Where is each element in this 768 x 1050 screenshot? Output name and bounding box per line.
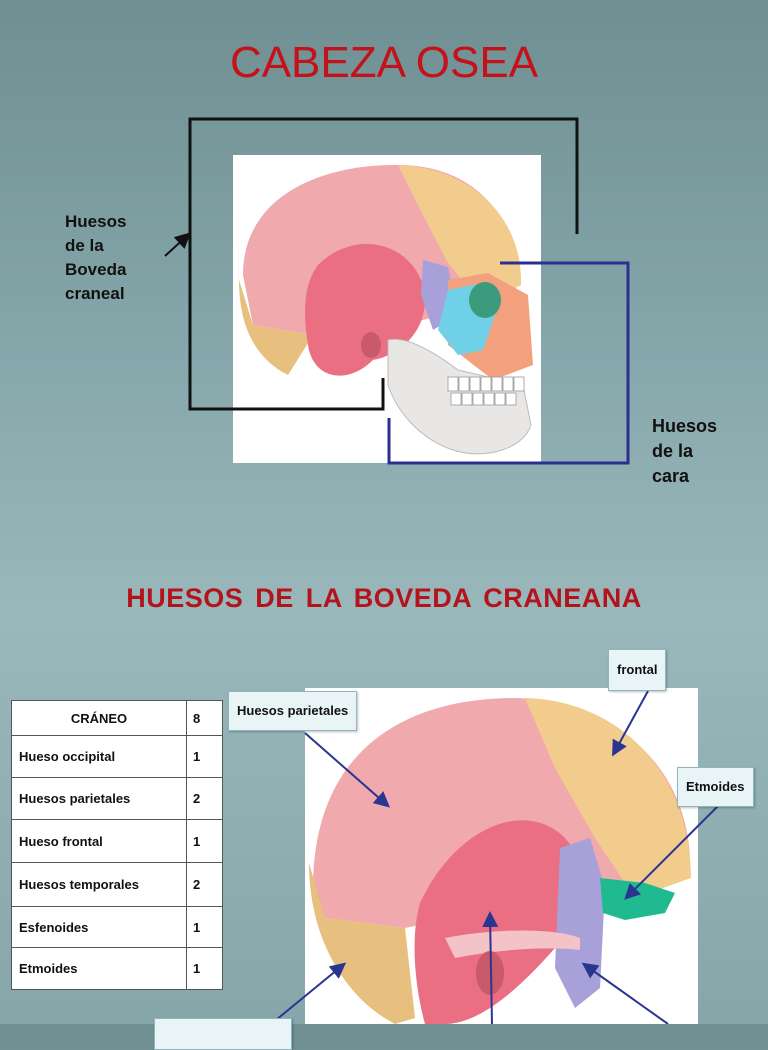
section-title: HUESOS DE LA BOVEDA CRANEANA [126, 583, 642, 613]
cranial-vault-bracket [188, 117, 579, 411]
bone-count: 1 [186, 947, 223, 990]
face-bones-bracket [387, 261, 630, 465]
callout-frontal: frontal [608, 649, 667, 691]
bone-name: Huesos parietales [11, 777, 187, 820]
bone-name: Hueso frontal [11, 819, 187, 863]
orbit-shape [469, 282, 501, 318]
temporal-arrow [482, 911, 499, 1024]
bone-name: Hueso occipital [11, 735, 187, 778]
parietal-arrow [304, 732, 391, 808]
cranium-bones-table: CRÁNEO 8 Hueso occipital 1 Huesos pariet… [11, 700, 223, 990]
frontal-bone-shape [525, 698, 691, 898]
bone-count: 1 [186, 819, 223, 863]
ear-canal-shape [361, 332, 381, 358]
table-header-count: 8 [186, 700, 223, 736]
table-row: Huesos temporales 2 [11, 862, 223, 907]
vault-label-arrow [164, 232, 191, 257]
ethmoid-arrow [624, 805, 719, 900]
occipital-bone-shape [309, 863, 415, 1024]
occipital-bone-shape [239, 280, 313, 375]
bone-name: Huesos temporales [11, 862, 187, 907]
skull-lateral-drawing [239, 164, 533, 455]
bone-name: Etmoides [11, 947, 187, 990]
callout-ethmoid: Etmoides [677, 767, 754, 807]
teeth [447, 376, 525, 406]
table-row: Hueso occipital 1 [11, 735, 223, 778]
annotation-lines [164, 117, 719, 1024]
bone-count: 1 [186, 735, 223, 778]
table-header-name: CRÁNEO [11, 700, 187, 736]
zygomatic-arch-shape [445, 930, 580, 958]
skull-lateral-illustration [233, 155, 541, 463]
cranial-vault-illustration [305, 688, 698, 1024]
table-row: Hueso frontal 1 [11, 819, 223, 863]
bone-count: 1 [186, 906, 223, 948]
temporal-bone-shape [414, 820, 585, 1024]
callout-parietal: Huesos parietales [228, 691, 358, 731]
frontal-bone-shape [398, 165, 522, 305]
label-face-bones: Huesos de la cara [652, 416, 718, 486]
table-row: Huesos parietales 2 [11, 777, 223, 820]
sphenoid-arrow [581, 962, 669, 1024]
page-title: CABEZA OSEA [229, 38, 539, 87]
table-header-row: CRÁNEO 8 [11, 700, 223, 736]
callout-cutoff [154, 1018, 292, 1050]
occipital-arrow [275, 962, 347, 1021]
bone-name: Esfenoides [11, 906, 187, 948]
bone-count: 2 [186, 777, 223, 820]
table-row: Esfenoides 1 [11, 906, 223, 948]
table-row: Etmoides 1 [11, 947, 223, 990]
bone-count: 2 [186, 862, 223, 907]
frontal-arrow [612, 690, 649, 757]
label-cranial-vault-bones: Huesos de la Boveda craneal [65, 212, 127, 303]
ear-canal-shape [476, 951, 504, 995]
cranial-vault-drawing [309, 698, 691, 1024]
